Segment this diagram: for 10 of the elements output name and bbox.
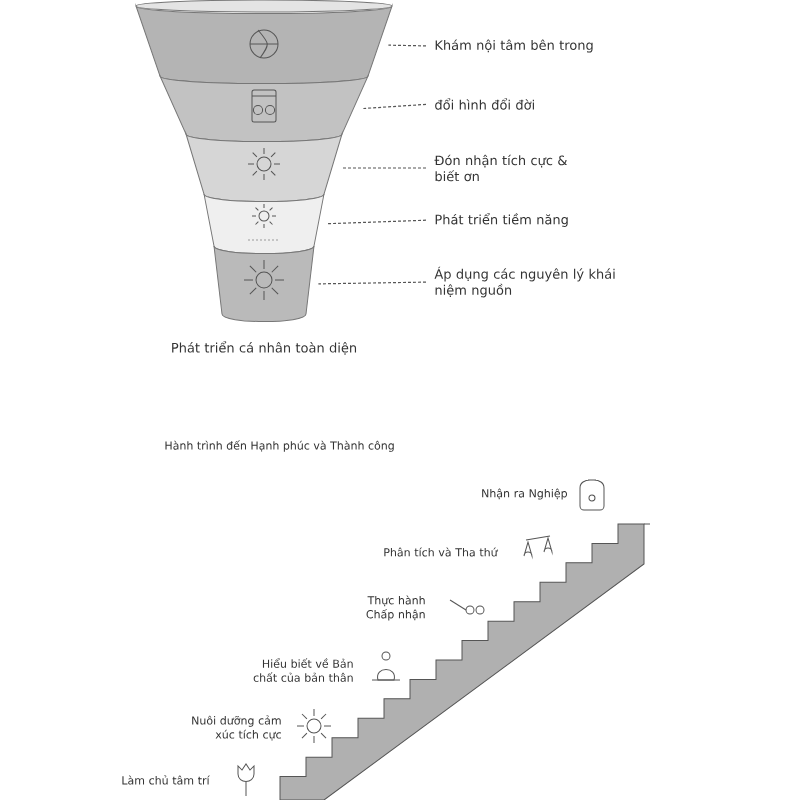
leader-line [326, 219, 427, 225]
funnel-band [185, 133, 343, 202]
leader-line [387, 44, 427, 47]
funnel-band [203, 193, 325, 254]
leader-line [317, 281, 427, 285]
funnel-band [135, 0, 393, 84]
leader-line [362, 103, 427, 110]
funnel-band [213, 245, 315, 322]
leader-line [340, 167, 427, 169]
funnel-band [159, 75, 369, 142]
